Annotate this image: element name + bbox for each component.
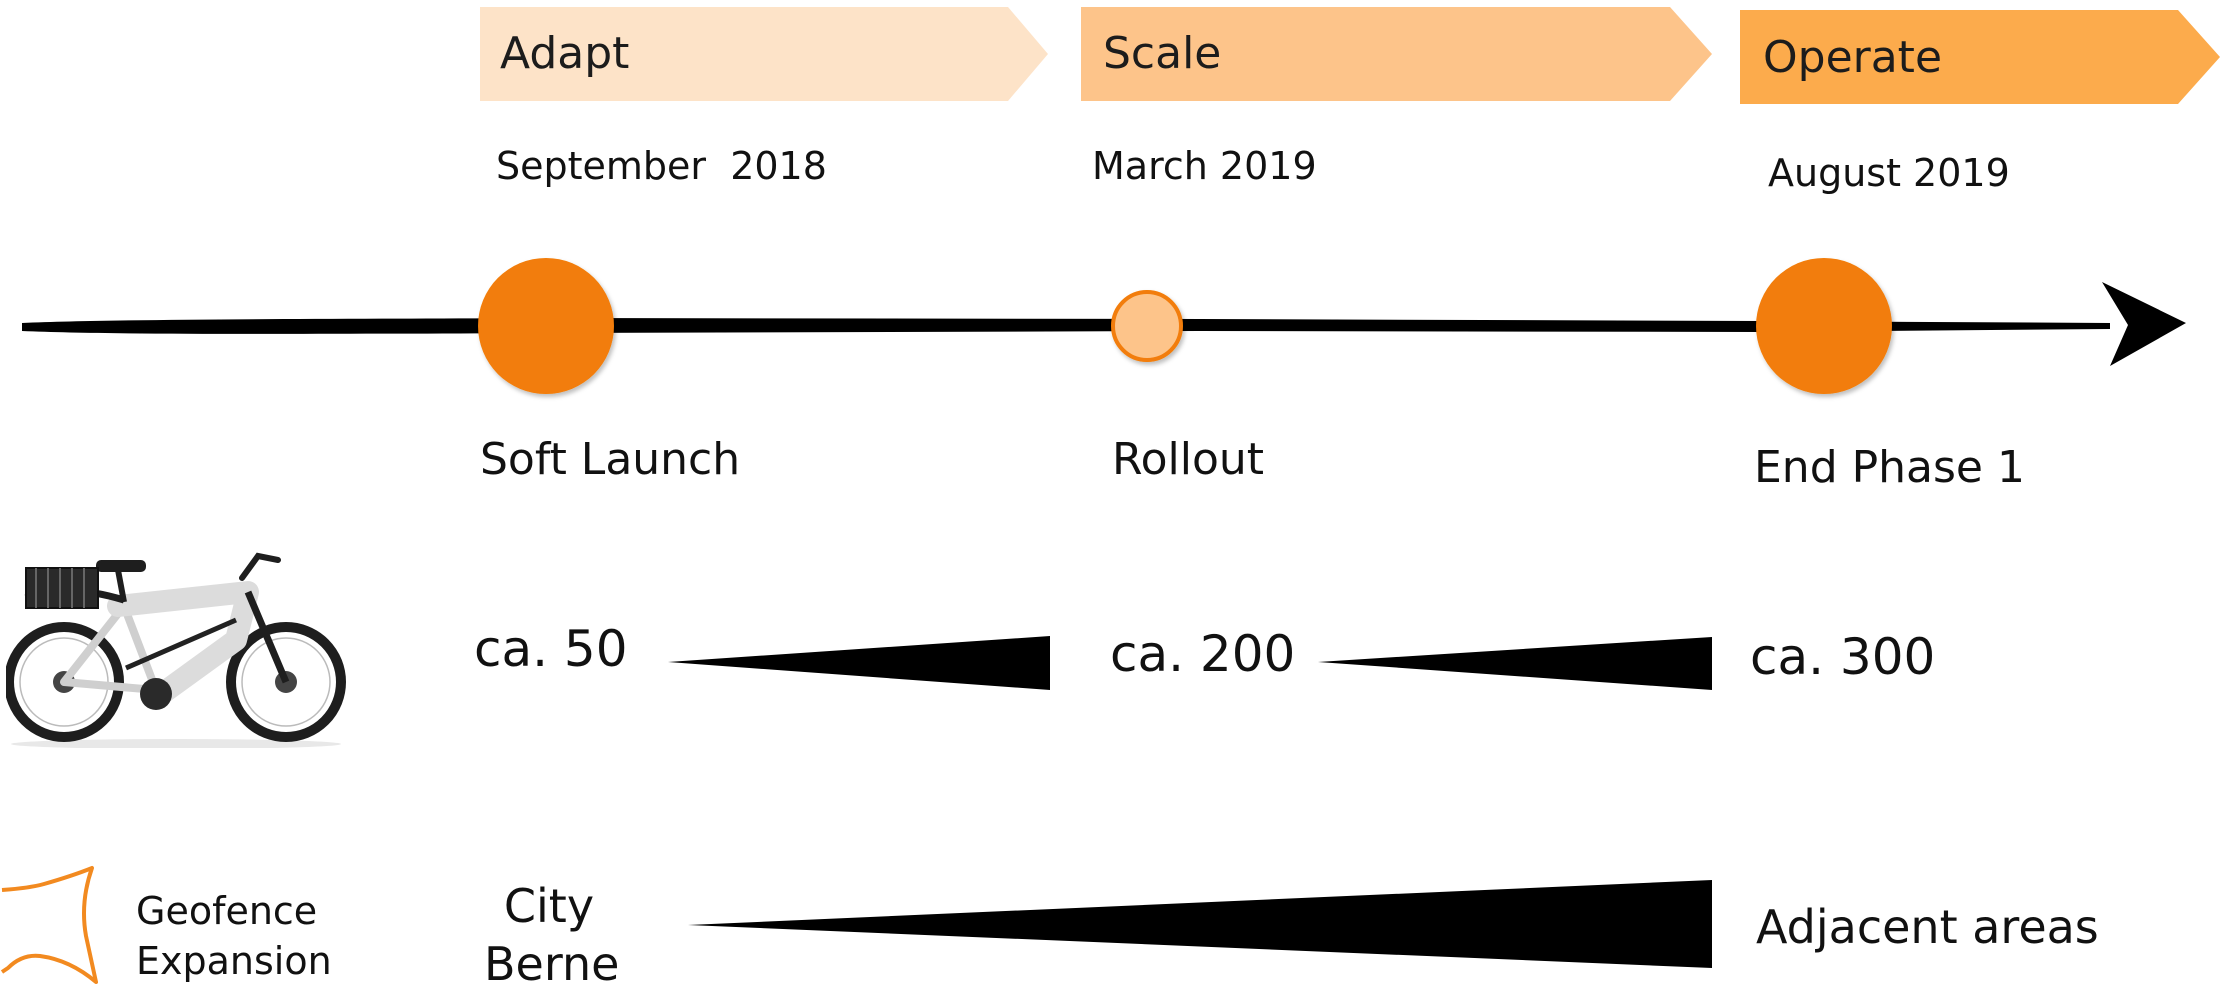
- milestone-end-phase-marker: [1756, 258, 1892, 394]
- phase-date-operate: August 2019: [1768, 151, 2010, 195]
- phase-date-adapt: September 2018: [496, 144, 827, 188]
- phase-banner-operate: [1740, 10, 2220, 104]
- geofence-start-line1: City: [503, 879, 595, 933]
- phase-banner-scale: [1081, 7, 1712, 101]
- milestone-rollout-marker: [1111, 290, 1183, 362]
- milestone-soft-launch-marker: [478, 258, 614, 394]
- fleet-growth-wedge-1: [668, 636, 1050, 690]
- milestone-label-rollout: Rollout: [1112, 434, 1265, 485]
- geofence-label-line2: Expansion: [136, 939, 332, 983]
- geofence-start-line2: Berne: [484, 937, 620, 991]
- phase-date-scale: March 2019: [1092, 144, 1317, 188]
- geofence-label: Geofence Expansion: [136, 886, 332, 986]
- phase-banner-adapt: [480, 7, 1048, 101]
- geofence-label-line1: Geofence: [136, 889, 318, 933]
- fleet-count-mid: ca. 200: [1110, 625, 1296, 683]
- e-bike-image: [6, 552, 346, 748]
- geofence-shape-icon: [0, 866, 98, 984]
- phase-label-operate: Operate: [1763, 32, 1943, 83]
- geofence-growth-wedge: [688, 880, 1712, 968]
- timeline-arrowhead: [2102, 282, 2186, 366]
- geofence-end-area: Adjacent areas: [1756, 900, 2099, 954]
- milestone-label-end-phase: End Phase 1: [1754, 442, 2025, 493]
- milestone-label-soft-launch: Soft Launch: [480, 434, 741, 485]
- fleet-count-end: ca. 300: [1750, 628, 1936, 686]
- fleet-count-start: ca. 50: [474, 620, 628, 678]
- phase-label-adapt: Adapt: [500, 28, 630, 79]
- fleet-growth-wedge-2: [1318, 637, 1712, 690]
- geofence-start-area: City Berne: [484, 877, 620, 993]
- phase-label-scale: Scale: [1103, 28, 1222, 79]
